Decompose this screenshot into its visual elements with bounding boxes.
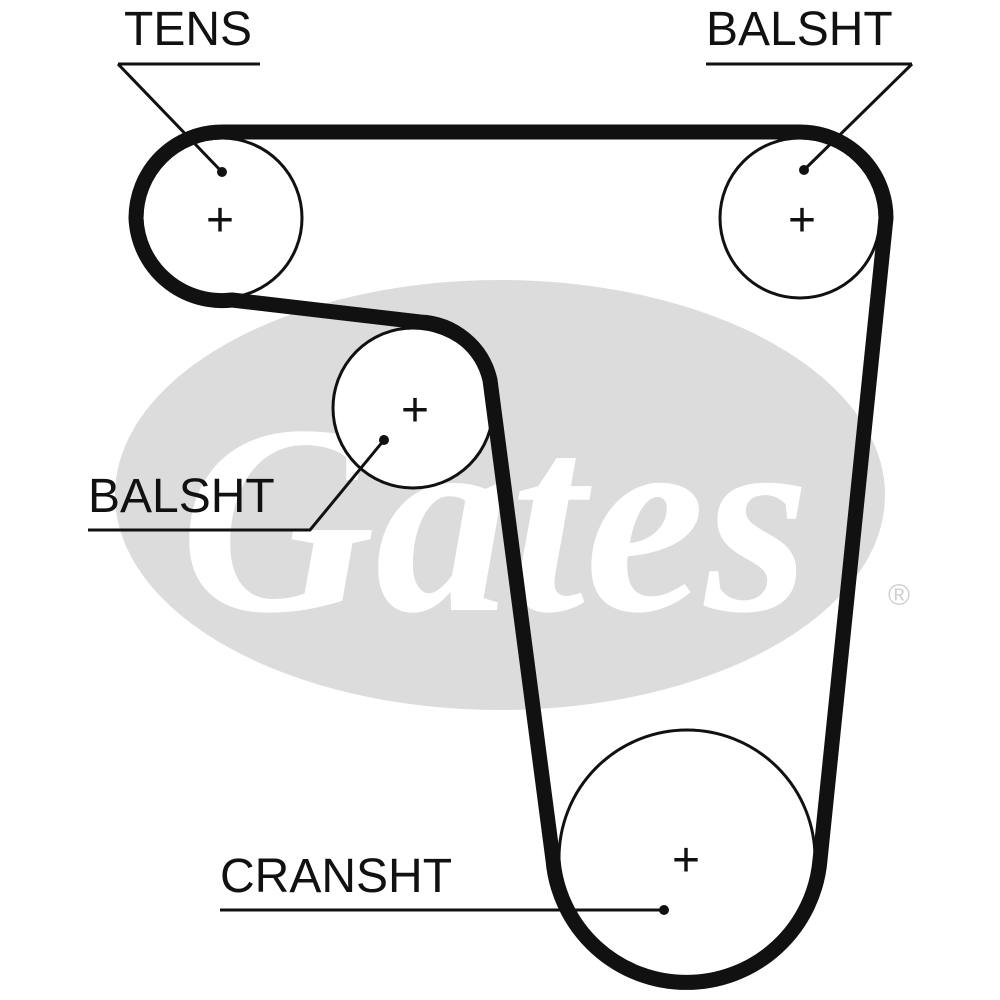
label-tens: TENS [124,3,252,56]
labels: TENS BALSHT BALSHT CRANSHT [88,3,893,903]
pulley-cranksht-center-icon: + [672,834,700,887]
label-cranksht: CRANSHT [220,850,452,903]
leader-tens-dot [217,167,227,177]
leader-tens-pointer [116,62,224,174]
leader-dots [217,165,809,915]
leader-balsht-top-pointer [802,62,914,172]
label-balsht-top: BALSHT [706,3,893,56]
leader-balsht-mid-dot [379,435,389,445]
pulley-balsht-mid-center-icon: + [401,384,429,437]
leader-lines [88,62,914,912]
pulley-balsht-top-center-icon: + [788,194,816,247]
leader-cranksht-dot [659,905,669,915]
leader-balsht-top-dot [799,165,809,175]
pulley-markers: + + + + [206,194,816,887]
pulley-tens-center-icon: + [206,194,234,247]
label-balsht-mid: BALSHT [88,470,275,523]
timing-belt [128,124,894,990]
pulleys [140,136,882,988]
watermark-registered-mark: ® [888,579,910,612]
leader-balsht-mid [88,439,386,532]
